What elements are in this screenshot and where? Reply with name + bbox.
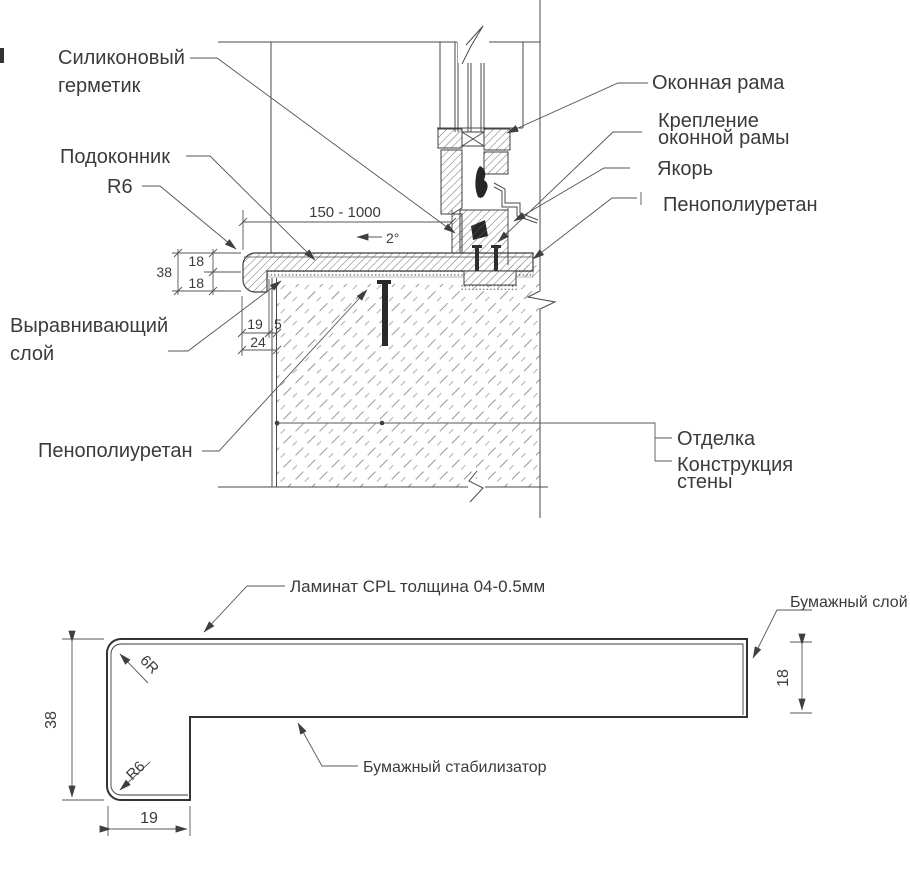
label-r6: R6 — [107, 176, 133, 198]
label-laminate: Ламинат CPL толщина 04-0.5мм — [290, 577, 545, 596]
glass-break-symbol — [461, 25, 484, 65]
glazing-unit — [439, 25, 524, 132]
dim-38-text: 38 — [43, 711, 60, 729]
support-bedding — [461, 285, 519, 290]
leader-anchor — [513, 167, 630, 222]
wall-hatch — [277, 284, 540, 487]
label-finish: Отделка — [677, 428, 756, 450]
frame-profile-right — [483, 151, 509, 175]
leader-finish-wall — [277, 422, 656, 461]
leader-leveling — [168, 280, 282, 352]
sill-profile-diagram: 38 19 18 6R R6 Ламинат CPL толщина 04-0.… — [43, 577, 908, 836]
dim-18-bottom: 18 — [188, 275, 204, 291]
anchor-bar — [377, 280, 391, 346]
leader-sill — [186, 155, 316, 261]
leader-silicone — [190, 57, 456, 234]
wall-outlines — [218, 0, 548, 518]
label-foam-right: Пенополиуретан — [663, 194, 817, 216]
label-silicone-line1: Силиконовый — [58, 47, 185, 69]
edge-artifact — [0, 48, 4, 63]
dim-19: 19 — [247, 316, 263, 332]
dim-height-38: 38 — [43, 630, 104, 801]
label-leveling-line1: Выравнивающий — [10, 315, 168, 337]
label-anchor: Якорь — [657, 158, 713, 180]
leader-fastening — [497, 131, 642, 243]
label-window-frame: Оконная рама — [652, 72, 785, 94]
label-paper-layer: Бумажный слой — [790, 594, 908, 611]
dim-24: 24 — [250, 334, 266, 350]
label-leveling-line2: слой — [10, 343, 54, 365]
glazing-bead-left — [437, 128, 463, 149]
label-foam-left: Пенополиуретан — [38, 440, 192, 462]
leader-foam-left — [202, 289, 368, 452]
finish-layer-lines — [271, 278, 277, 487]
top-labels: Силиконовый герметик Подоконник R6 Вырав… — [10, 47, 817, 493]
radius-top-text: 6R — [136, 652, 162, 678]
dim-38-total: 38 — [156, 264, 172, 280]
glazing-bead-right — [483, 128, 511, 151]
label-wall-line1: Конструкция — [677, 454, 793, 476]
laminate-inner-lines — [110, 643, 744, 796]
dim-slope: 2° — [386, 230, 399, 246]
fastening-screws — [472, 245, 501, 282]
leader-foam-right — [532, 197, 637, 260]
frame-profile-left — [440, 149, 463, 215]
window-frame-assembly — [437, 25, 540, 290]
leader-paper-stab — [297, 722, 358, 767]
dim-18-text: 18 — [775, 669, 792, 687]
dim-nose-19: 19 — [99, 806, 191, 836]
label-fastening-line1: Крепление — [658, 110, 759, 132]
seal-gasket — [475, 166, 488, 198]
ref-dot-wall — [379, 420, 385, 426]
dim-width-range: 150 - 1000 — [309, 204, 381, 221]
installation-section-diagram: 150 - 1000 2° 18 18 38 19 5 24 — [0, 0, 817, 518]
foam-gap — [508, 265, 540, 277]
ref-dot-finish — [274, 420, 280, 426]
label-paper-stabilizer: Бумажный стабилизатор — [363, 759, 547, 776]
label-silicone-line2: герметик — [58, 75, 141, 97]
bottom-labels: Ламинат CPL толщина 04-0.5мм Бумажный сл… — [203, 577, 908, 776]
leader-paper-layer — [752, 609, 812, 659]
label-wall-line2: стены — [677, 471, 732, 493]
sill-profile-outline — [106, 638, 748, 801]
leader-laminate — [203, 585, 285, 633]
label-fastening-line2: оконной рамы — [658, 127, 790, 149]
radius-bottom-text: R6 — [123, 758, 149, 784]
dim-18-top: 18 — [188, 253, 204, 269]
radius-callouts: 6R R6 — [119, 652, 162, 791]
label-sill: Подоконник — [60, 146, 170, 168]
dim-5: 5 — [274, 316, 282, 332]
wall-bottom-break — [468, 470, 484, 503]
leader-window-frame — [506, 82, 648, 134]
break-symbols — [468, 290, 557, 503]
leader-lines — [142, 57, 672, 462]
dim-19-text: 19 — [140, 810, 158, 827]
wall-edge-break — [526, 290, 557, 310]
dim-thickness-18: 18 — [775, 633, 812, 714]
leader-r6 — [142, 185, 237, 250]
